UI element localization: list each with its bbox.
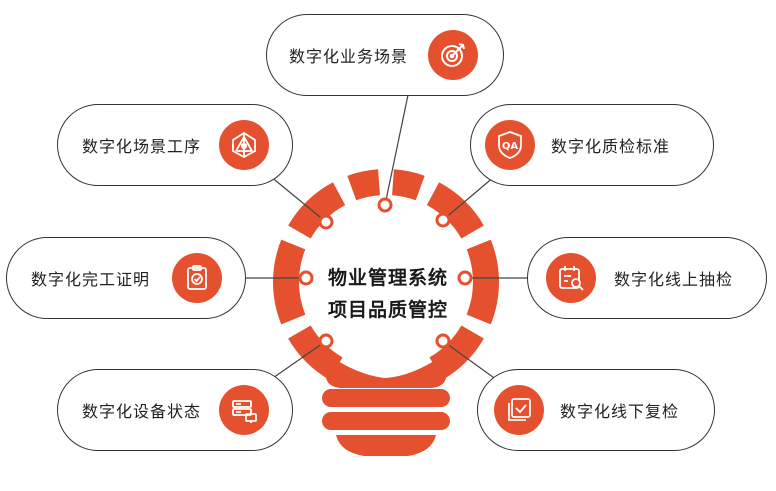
item-label: 数字化质检标准 — [551, 137, 671, 156]
svg-text:QA: QA — [502, 141, 519, 152]
checkbox-icon — [494, 385, 544, 435]
clipboard-check-icon — [172, 253, 223, 303]
item-completion-proof: 数字化完工证明 — [6, 237, 246, 319]
item-online-sampling: 数字化线上抽检 — [527, 237, 767, 319]
center-title: 物业管理系统 项目品质管控 — [300, 262, 476, 326]
connector-line — [442, 340, 498, 381]
connector-node — [457, 270, 473, 286]
item-label: 数字化设备状态 — [82, 402, 202, 421]
item-offline-recheck: 数字化线下复检 — [477, 369, 715, 451]
center-title-line2: 项目品质管控 — [327, 299, 448, 321]
bulb-base-band — [322, 412, 450, 430]
item-device-status: 数字化设备状态 — [57, 369, 293, 451]
item-label: 数字化线下复检 — [560, 402, 680, 421]
connector-node — [318, 333, 334, 349]
item-scene-process: 数字化场景工序 — [57, 104, 293, 186]
bulb-ring-segment — [426, 182, 484, 239]
bulb-neck — [325, 356, 447, 388]
connector-line — [269, 340, 327, 381]
connector-line — [269, 175, 327, 223]
item-quality-standard: QA 数字化质检标准 — [470, 104, 714, 186]
bulb-ring-segment — [288, 182, 346, 239]
bulb-ring-segment — [392, 169, 425, 201]
connector-node — [435, 212, 451, 228]
center-title-line1: 物业管理系统 — [327, 267, 448, 289]
connector-nodes — [298, 197, 473, 349]
bulb-base-tip — [336, 435, 436, 456]
calendar-search-icon — [546, 253, 596, 303]
connector-node — [377, 197, 393, 213]
connector-node — [318, 214, 334, 230]
network-icon — [219, 120, 270, 170]
target-icon — [428, 30, 479, 80]
connector-line — [384, 94, 409, 206]
item-business-scene: 数字化业务场景 — [266, 14, 504, 96]
bulb-ring-segment — [347, 169, 380, 201]
item-label: 数字化完工证明 — [31, 270, 151, 289]
connector-node — [435, 333, 451, 349]
item-label: 数字化场景工序 — [82, 137, 202, 156]
connector-line — [442, 175, 496, 221]
bulb-ring-segment — [272, 239, 306, 325]
bulb-base — [322, 356, 450, 456]
qa-shield-icon: QA — [485, 120, 535, 170]
bulb-ring-segment — [466, 239, 500, 325]
connector-node — [298, 270, 314, 286]
connector-lines — [235, 94, 545, 381]
server-device-icon — [219, 385, 270, 435]
item-label: 数字化线上抽检 — [614, 270, 734, 289]
bulb-base-band — [322, 389, 450, 407]
item-label: 数字化业务场景 — [289, 47, 409, 66]
